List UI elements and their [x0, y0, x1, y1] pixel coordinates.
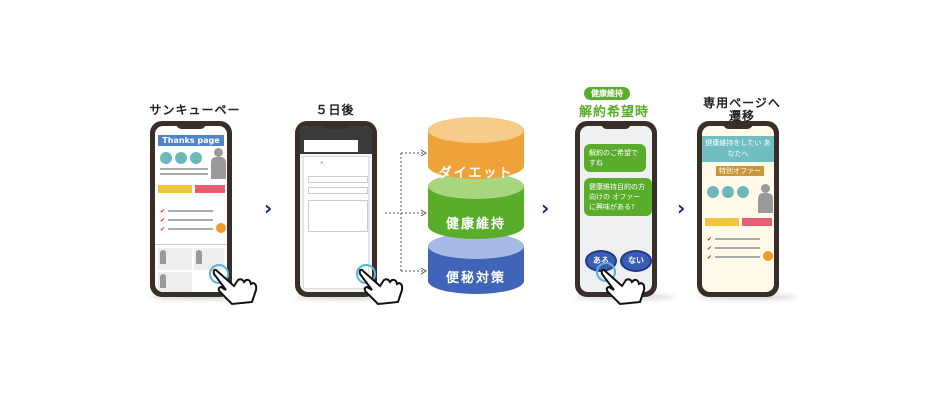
- step-label-transition-1: 専用ページへ: [703, 96, 781, 110]
- step-label-cancel: 解約希望時: [578, 105, 649, 120]
- step-label-five-days: ５日後: [315, 103, 355, 117]
- screen-cancel: 解約のご希望ですね 健康維持目的の方向けの オファーに興味がある? ある ない: [580, 126, 652, 292]
- segment-constipation: 便秘対策: [445, 271, 506, 286]
- special-offer-label: 特別オファー: [716, 166, 764, 176]
- segment-connectors: [385, 149, 427, 275]
- chat-bubble-1: 解約のご希望ですね: [584, 144, 646, 172]
- phone-cancel: 解約のご希望ですね 健康維持目的の方向けの オファーに興味がある? ある ない: [575, 121, 657, 297]
- transition-header: 健康維持をしたい あなたへ: [702, 136, 774, 162]
- person-silhouette-icon: [757, 184, 773, 214]
- cancel-tag-label: 健康維持: [591, 89, 623, 98]
- transition-header-text: 健康維持をしたい あなたへ: [705, 139, 771, 158]
- person-silhouette-icon: [210, 148, 226, 180]
- pointing-hand-icon: [600, 268, 646, 306]
- phone-transition: 健康維持をしたい あなたへ 特別オファー ✔ ✔ ✔: [697, 121, 779, 297]
- chevron-right-icon: ›: [541, 196, 550, 220]
- step-label-transition-2: 遷移: [728, 109, 755, 123]
- thanks-banner: Thanks page: [158, 135, 224, 146]
- screen-transition: 健康維持をしたい あなたへ 特別オファー ✔ ✔ ✔: [702, 126, 774, 292]
- chevron-right-icon: ›: [677, 196, 686, 220]
- segment-health: 健康維持: [445, 217, 506, 232]
- special-offer-text: 特別オファー: [719, 167, 761, 175]
- chat-bubble-2: 健康維持目的の方向けの オファーに興味がある?: [584, 178, 652, 216]
- tap-ripple: [209, 264, 229, 284]
- segment-stack: [428, 117, 524, 294]
- no-button[interactable]: ない: [620, 250, 652, 272]
- pointing-hand-icon: [212, 268, 258, 306]
- cancel-tag: 健康維持: [584, 87, 630, 100]
- thanks-banner-text: Thanks page: [162, 136, 220, 145]
- chevron-right-icon: ›: [264, 196, 273, 220]
- segment-diet: ダイエット: [438, 166, 514, 181]
- pointing-hand-icon: [358, 268, 404, 306]
